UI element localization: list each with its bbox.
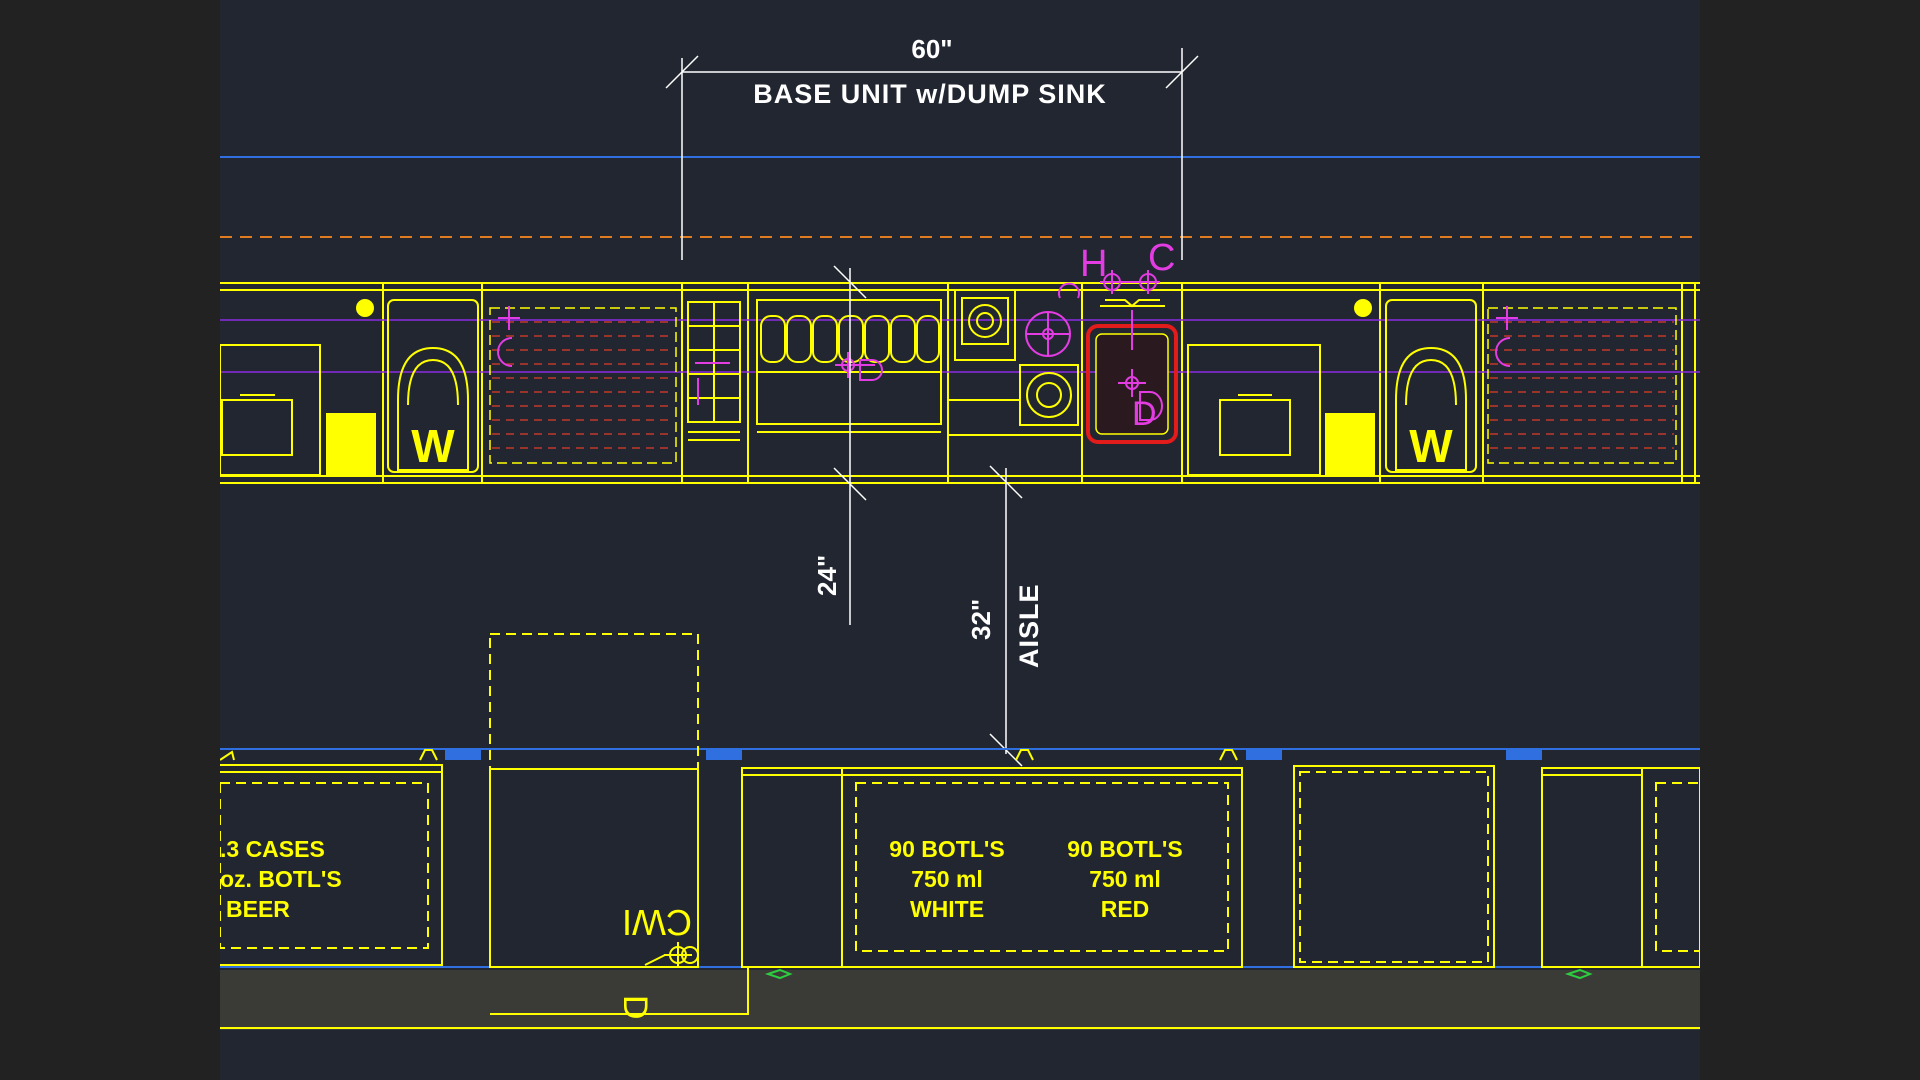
blender-plumbing bbox=[1025, 282, 1080, 357]
bottle-rack-right bbox=[1487, 306, 1677, 464]
speed-rail-bottles bbox=[756, 299, 942, 433]
aisle-dimension-label: AISLE bbox=[1014, 583, 1044, 668]
drain-tag: D bbox=[1132, 395, 1157, 433]
faucet-supply bbox=[1100, 270, 1160, 294]
white-wine-line3: WHITE bbox=[910, 896, 984, 922]
dump-sink bbox=[1086, 310, 1178, 444]
door-swing-area bbox=[489, 633, 699, 770]
beer-cooler-labels: .3 CASES oz. BOTL'S BEER bbox=[220, 836, 342, 922]
dump-sink-drain bbox=[835, 352, 883, 381]
depth-dimension-value: 24" bbox=[812, 555, 842, 596]
depth-dimension bbox=[833, 265, 867, 625]
ice-bin-right bbox=[1187, 299, 1372, 476]
top-dimension-value: 60" bbox=[911, 34, 952, 64]
waste-bin-left-label: W bbox=[411, 420, 455, 472]
cold-water-tag: C bbox=[1148, 237, 1175, 279]
floor-plan-svg: 60" BASE UNIT w/DUMP SINK bbox=[220, 34, 1700, 1030]
beer-cooler-line3: BEER bbox=[226, 896, 290, 922]
cold-water-inlet-tag: CWI bbox=[622, 902, 692, 943]
glass-rack-grid bbox=[687, 301, 741, 441]
beer-cooler-line2: oz. BOTL'S bbox=[220, 866, 342, 892]
red-wine-labels: 90 BOTL'S 750 ml RED bbox=[1067, 836, 1182, 922]
hot-water-tag: H bbox=[1080, 243, 1107, 285]
glass-rack-plumbing bbox=[695, 362, 730, 405]
waste-bin-left: W bbox=[387, 299, 479, 473]
cad-drawing-canvas[interactable]: 60" BASE UNIT w/DUMP SINK bbox=[220, 0, 1700, 1080]
drain-tag-front: D bbox=[616, 995, 654, 1020]
white-wine-line1: 90 BOTL'S bbox=[889, 836, 1004, 862]
cwi-valve bbox=[644, 942, 699, 968]
cooler-handles bbox=[220, 749, 1238, 761]
floor-band bbox=[220, 970, 1700, 1030]
back-bar-counter bbox=[220, 282, 1700, 484]
white-wine-labels: 90 BOTL'S 750 ml WHITE bbox=[889, 836, 1004, 922]
yellow-block-left bbox=[326, 413, 376, 475]
red-wine-line1: 90 BOTL'S bbox=[1067, 836, 1182, 862]
bottle-rack-left bbox=[489, 306, 677, 464]
waste-bin-right-label: W bbox=[1409, 420, 1453, 472]
yellow-block-right bbox=[1325, 413, 1375, 475]
front-coolers bbox=[220, 764, 1700, 1015]
blender-station bbox=[948, 289, 1082, 436]
faucet-fixture bbox=[1100, 299, 1165, 308]
wall-markers bbox=[445, 750, 1542, 760]
beer-cooler-line1: .3 CASES bbox=[220, 836, 325, 862]
top-dimension-label: BASE UNIT w/DUMP SINK bbox=[753, 79, 1107, 109]
waste-bin-right: W bbox=[1385, 299, 1477, 473]
top-dimension: 60" BASE UNIT w/DUMP SINK bbox=[665, 34, 1199, 260]
white-wine-line2: 750 ml bbox=[911, 866, 983, 892]
aisle-dimension-value: 32" bbox=[966, 599, 996, 640]
red-wine-line3: RED bbox=[1101, 896, 1150, 922]
ice-bin-left bbox=[220, 299, 374, 476]
red-wine-line2: 750 ml bbox=[1089, 866, 1161, 892]
floor-drain-marks bbox=[764, 968, 1593, 980]
